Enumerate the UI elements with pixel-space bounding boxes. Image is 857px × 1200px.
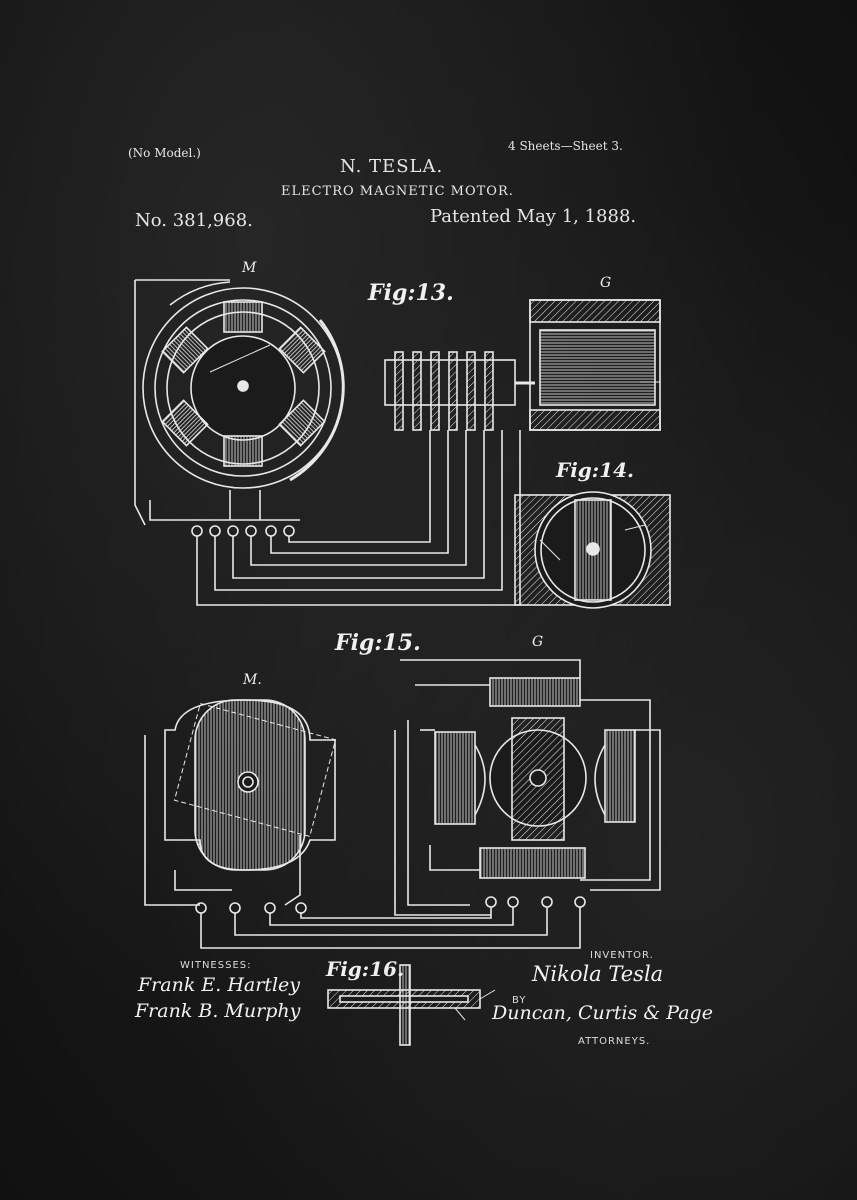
fig15-label: Fig:15. bbox=[335, 630, 421, 656]
attorneys-label: ATTORNEYS. bbox=[578, 1036, 651, 1047]
witness-signature-1: Frank E. Hartley bbox=[138, 974, 301, 996]
label-m-top: M bbox=[242, 260, 257, 276]
by-label: BY bbox=[512, 995, 527, 1006]
inventor-label: INVENTOR. bbox=[590, 950, 654, 961]
fig15-generator bbox=[394, 659, 661, 916]
label-m-bottom: M. bbox=[243, 672, 262, 688]
fig13-commutator bbox=[384, 351, 535, 431]
fig13-label: Fig:13. bbox=[368, 280, 454, 306]
patent-number: No. 381,968. bbox=[135, 210, 253, 231]
fig13-generator bbox=[529, 299, 661, 431]
no-model-label: (No Model.) bbox=[128, 146, 201, 160]
fig14 bbox=[514, 491, 671, 609]
fig13-motor bbox=[134, 279, 345, 526]
fig14-label: Fig:14. bbox=[556, 458, 634, 482]
inventor-heading: N. TESLA. bbox=[340, 156, 444, 177]
fig15-motor bbox=[144, 699, 337, 906]
sheet-number: 4 Sheets—Sheet 3. bbox=[508, 139, 623, 153]
witness-signature-2: Frank B. Murphy bbox=[135, 1000, 301, 1022]
patent-title: ELECTRO MAGNETIC MOTOR. bbox=[281, 184, 514, 199]
label-g-bottom: G bbox=[532, 634, 544, 650]
label-g-top: G bbox=[600, 275, 612, 291]
witnesses-label: WITNESSES: bbox=[180, 960, 252, 971]
fig16 bbox=[327, 964, 496, 1046]
attorneys-signature: Duncan, Curtis & Page bbox=[492, 1002, 713, 1024]
fig15-terminals bbox=[195, 896, 586, 949]
patent-date: Patented May 1, 1888. bbox=[430, 206, 637, 227]
inventor-signature: Nikola Tesla bbox=[532, 962, 664, 986]
fig16-label: Fig:16. bbox=[326, 957, 404, 981]
